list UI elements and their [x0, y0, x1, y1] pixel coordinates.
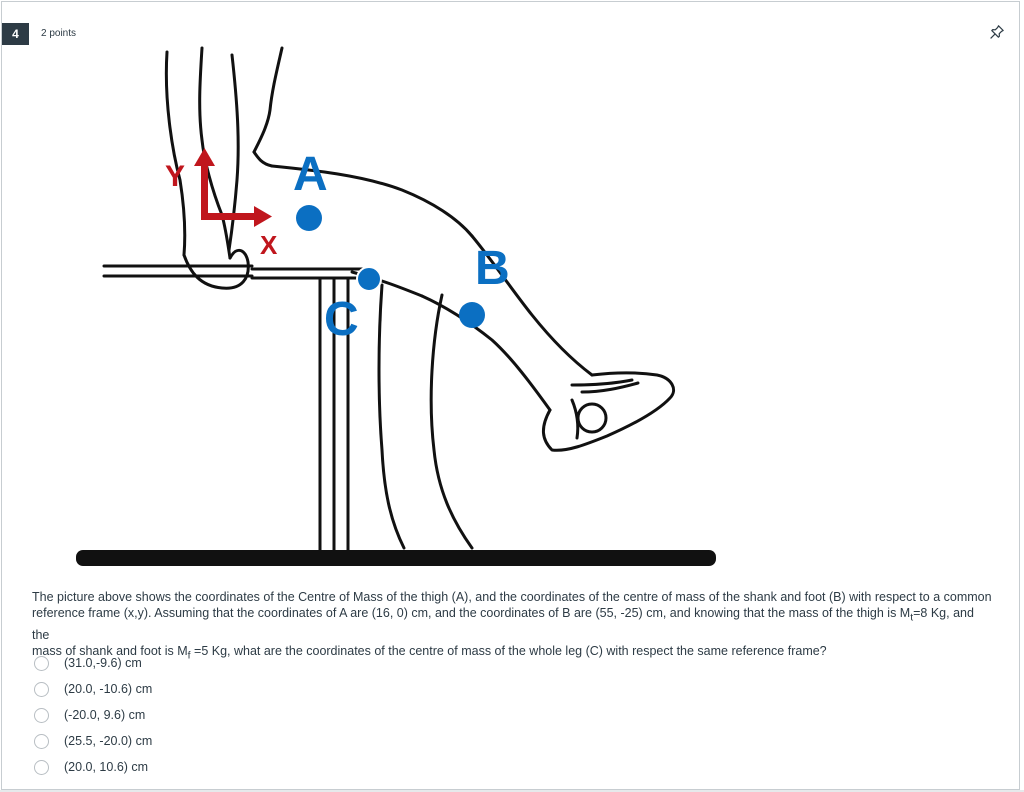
radio-button[interactable] [34, 733, 49, 749]
radio-button[interactable] [34, 681, 49, 697]
prompt-line-1: The picture above shows the coordinates … [32, 590, 992, 604]
shank-outline [470, 234, 594, 377]
bottom-divider [0, 790, 1024, 792]
point-b-marker [459, 302, 485, 328]
hand-outline [182, 248, 250, 290]
point-a-marker [296, 205, 322, 231]
answer-label: (31.0,-9.6) cm [64, 656, 142, 670]
answer-label: (20.0, 10.6) cm [64, 760, 149, 774]
prompt-line-3: mass of shank and foot is Mf =5 Kg, what… [32, 643, 827, 662]
answer-option-4[interactable]: (25.5, -20.0) cm [32, 728, 332, 754]
pin-icon[interactable] [989, 24, 1005, 40]
answer-label: (25.5, -20.0) cm [64, 734, 153, 748]
question-points: 2 points [41, 28, 77, 39]
question-prompt: The picture above shows the coordinates … [32, 589, 994, 664]
answer-option-5[interactable]: (20.0, 10.6) cm [32, 754, 332, 780]
rear-leg-outline [377, 283, 406, 550]
radio-button[interactable] [34, 655, 49, 671]
point-b-label: B [475, 242, 510, 295]
foot-outline [542, 371, 675, 452]
question-header: 4 2 points [2, 2, 1019, 45]
prompt-line-2: reference frame (x,y). Assuming that the… [32, 606, 974, 642]
torso-outline [164, 50, 187, 257]
x-axis-label: X [260, 230, 278, 260]
answer-option-2[interactable]: (20.0, -10.6) cm [32, 676, 332, 702]
answer-option-1[interactable]: (31.0,-9.6) cm [32, 650, 332, 676]
answer-option-3[interactable]: (-20.0, 9.6) cm [32, 702, 332, 728]
floor [76, 550, 716, 566]
radio-button[interactable] [34, 707, 49, 723]
table-top [102, 264, 366, 280]
table-leg [318, 276, 350, 552]
answer-list: (31.0,-9.6) cm (20.0, -10.6) cm (-20.0, … [32, 650, 332, 780]
answer-label: (-20.0, 9.6) cm [64, 708, 146, 722]
leg-diagram: Y X A B C [72, 40, 722, 572]
thigh-outline [270, 164, 474, 238]
point-c-marker [356, 266, 382, 292]
point-c-label: C [324, 293, 359, 346]
answer-label: (20.0, -10.6) cm [64, 682, 153, 696]
point-a-label: A [293, 148, 328, 201]
question-number: 4 [2, 23, 29, 45]
y-axis-label: Y [165, 160, 185, 193]
reference-frame [194, 148, 272, 227]
radio-button[interactable] [34, 759, 49, 775]
